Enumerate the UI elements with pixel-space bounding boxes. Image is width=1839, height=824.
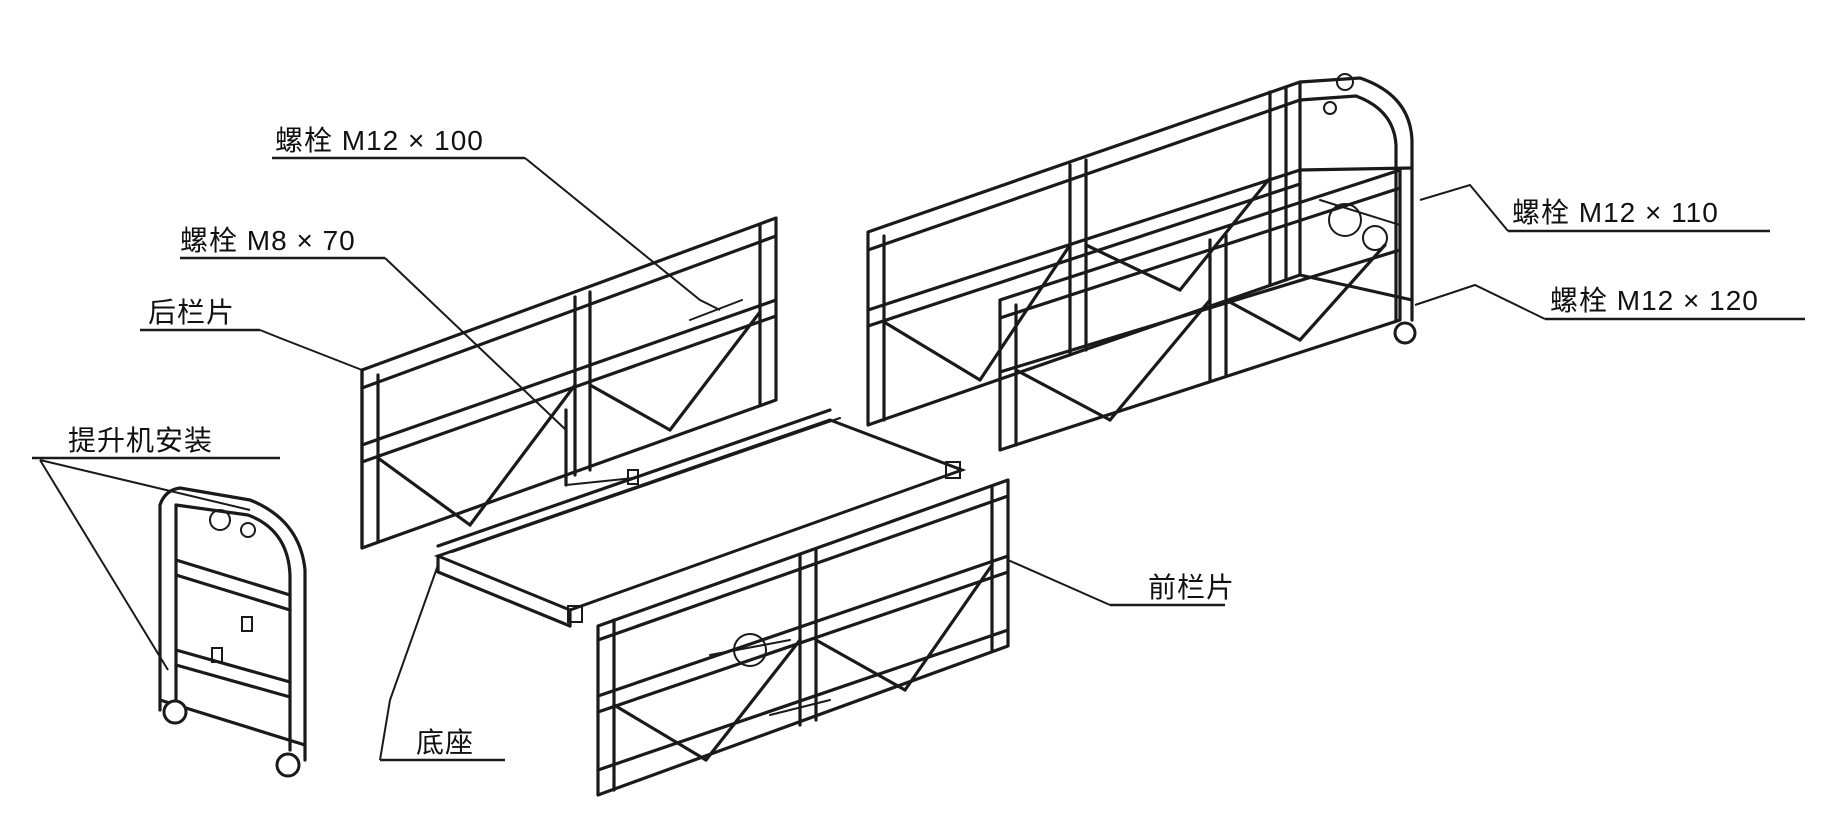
- base-deck: [433, 408, 967, 628]
- leader-lines: [32, 156, 1805, 762]
- hoist-mount-frame: [158, 486, 307, 778]
- label-base: 底座: [416, 727, 474, 758]
- label-bolt-m12x100: 螺栓 M12 × 100: [275, 125, 484, 156]
- rear-panel-frame: [360, 216, 778, 550]
- assembled-rear-frame: [866, 73, 1417, 452]
- label-rear-panel: 后栏片: [148, 297, 235, 328]
- label-hoist-mount: 提升机安装: [68, 425, 213, 456]
- label-bolt-m12x110: 螺栓 M12 × 110: [1512, 197, 1719, 228]
- label-bolt-m8x70: 螺栓 M8 × 70: [180, 225, 356, 256]
- front-panel-frame: [596, 478, 1010, 797]
- label-bolt-m12x120: 螺栓 M12 × 120: [1550, 285, 1759, 316]
- label-front-panel: 前栏片: [1148, 572, 1235, 603]
